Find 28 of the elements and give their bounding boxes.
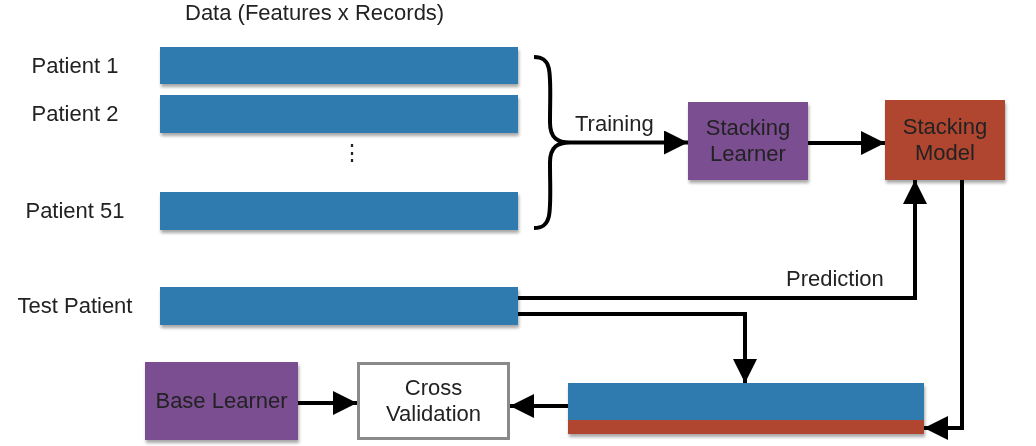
data-bar [568,383,924,434]
box-label: Base Learner [154,387,289,415]
data-bar [160,287,518,325]
heading: Data (Features x Records) [185,0,445,26]
arrow [924,180,964,440]
learner-box [145,362,298,440]
data-bar [160,95,518,133]
box-label: Stacking Learner [704,114,792,168]
arrow [510,394,568,418]
row-label: Patient 51 [24,198,126,224]
learner-box [688,102,808,180]
data-bar [160,47,518,84]
arrow [808,131,885,155]
process-box [357,362,510,440]
learner-box [885,100,1005,180]
arrow [518,312,757,383]
arrow [518,180,927,300]
curly-brace [532,55,570,230]
arrow [298,391,357,415]
box-label: Cross Validation [385,374,482,428]
row-label: Test Patient [16,293,134,319]
row-label: Patient 1 [30,52,120,79]
ellipsis: ⋮ [341,140,363,166]
row-label: Patient 2 [30,101,120,127]
data-bar [160,192,518,230]
arrow [570,130,688,155]
box-label: Stacking Model [901,113,989,167]
edge-label: Training [575,112,654,137]
